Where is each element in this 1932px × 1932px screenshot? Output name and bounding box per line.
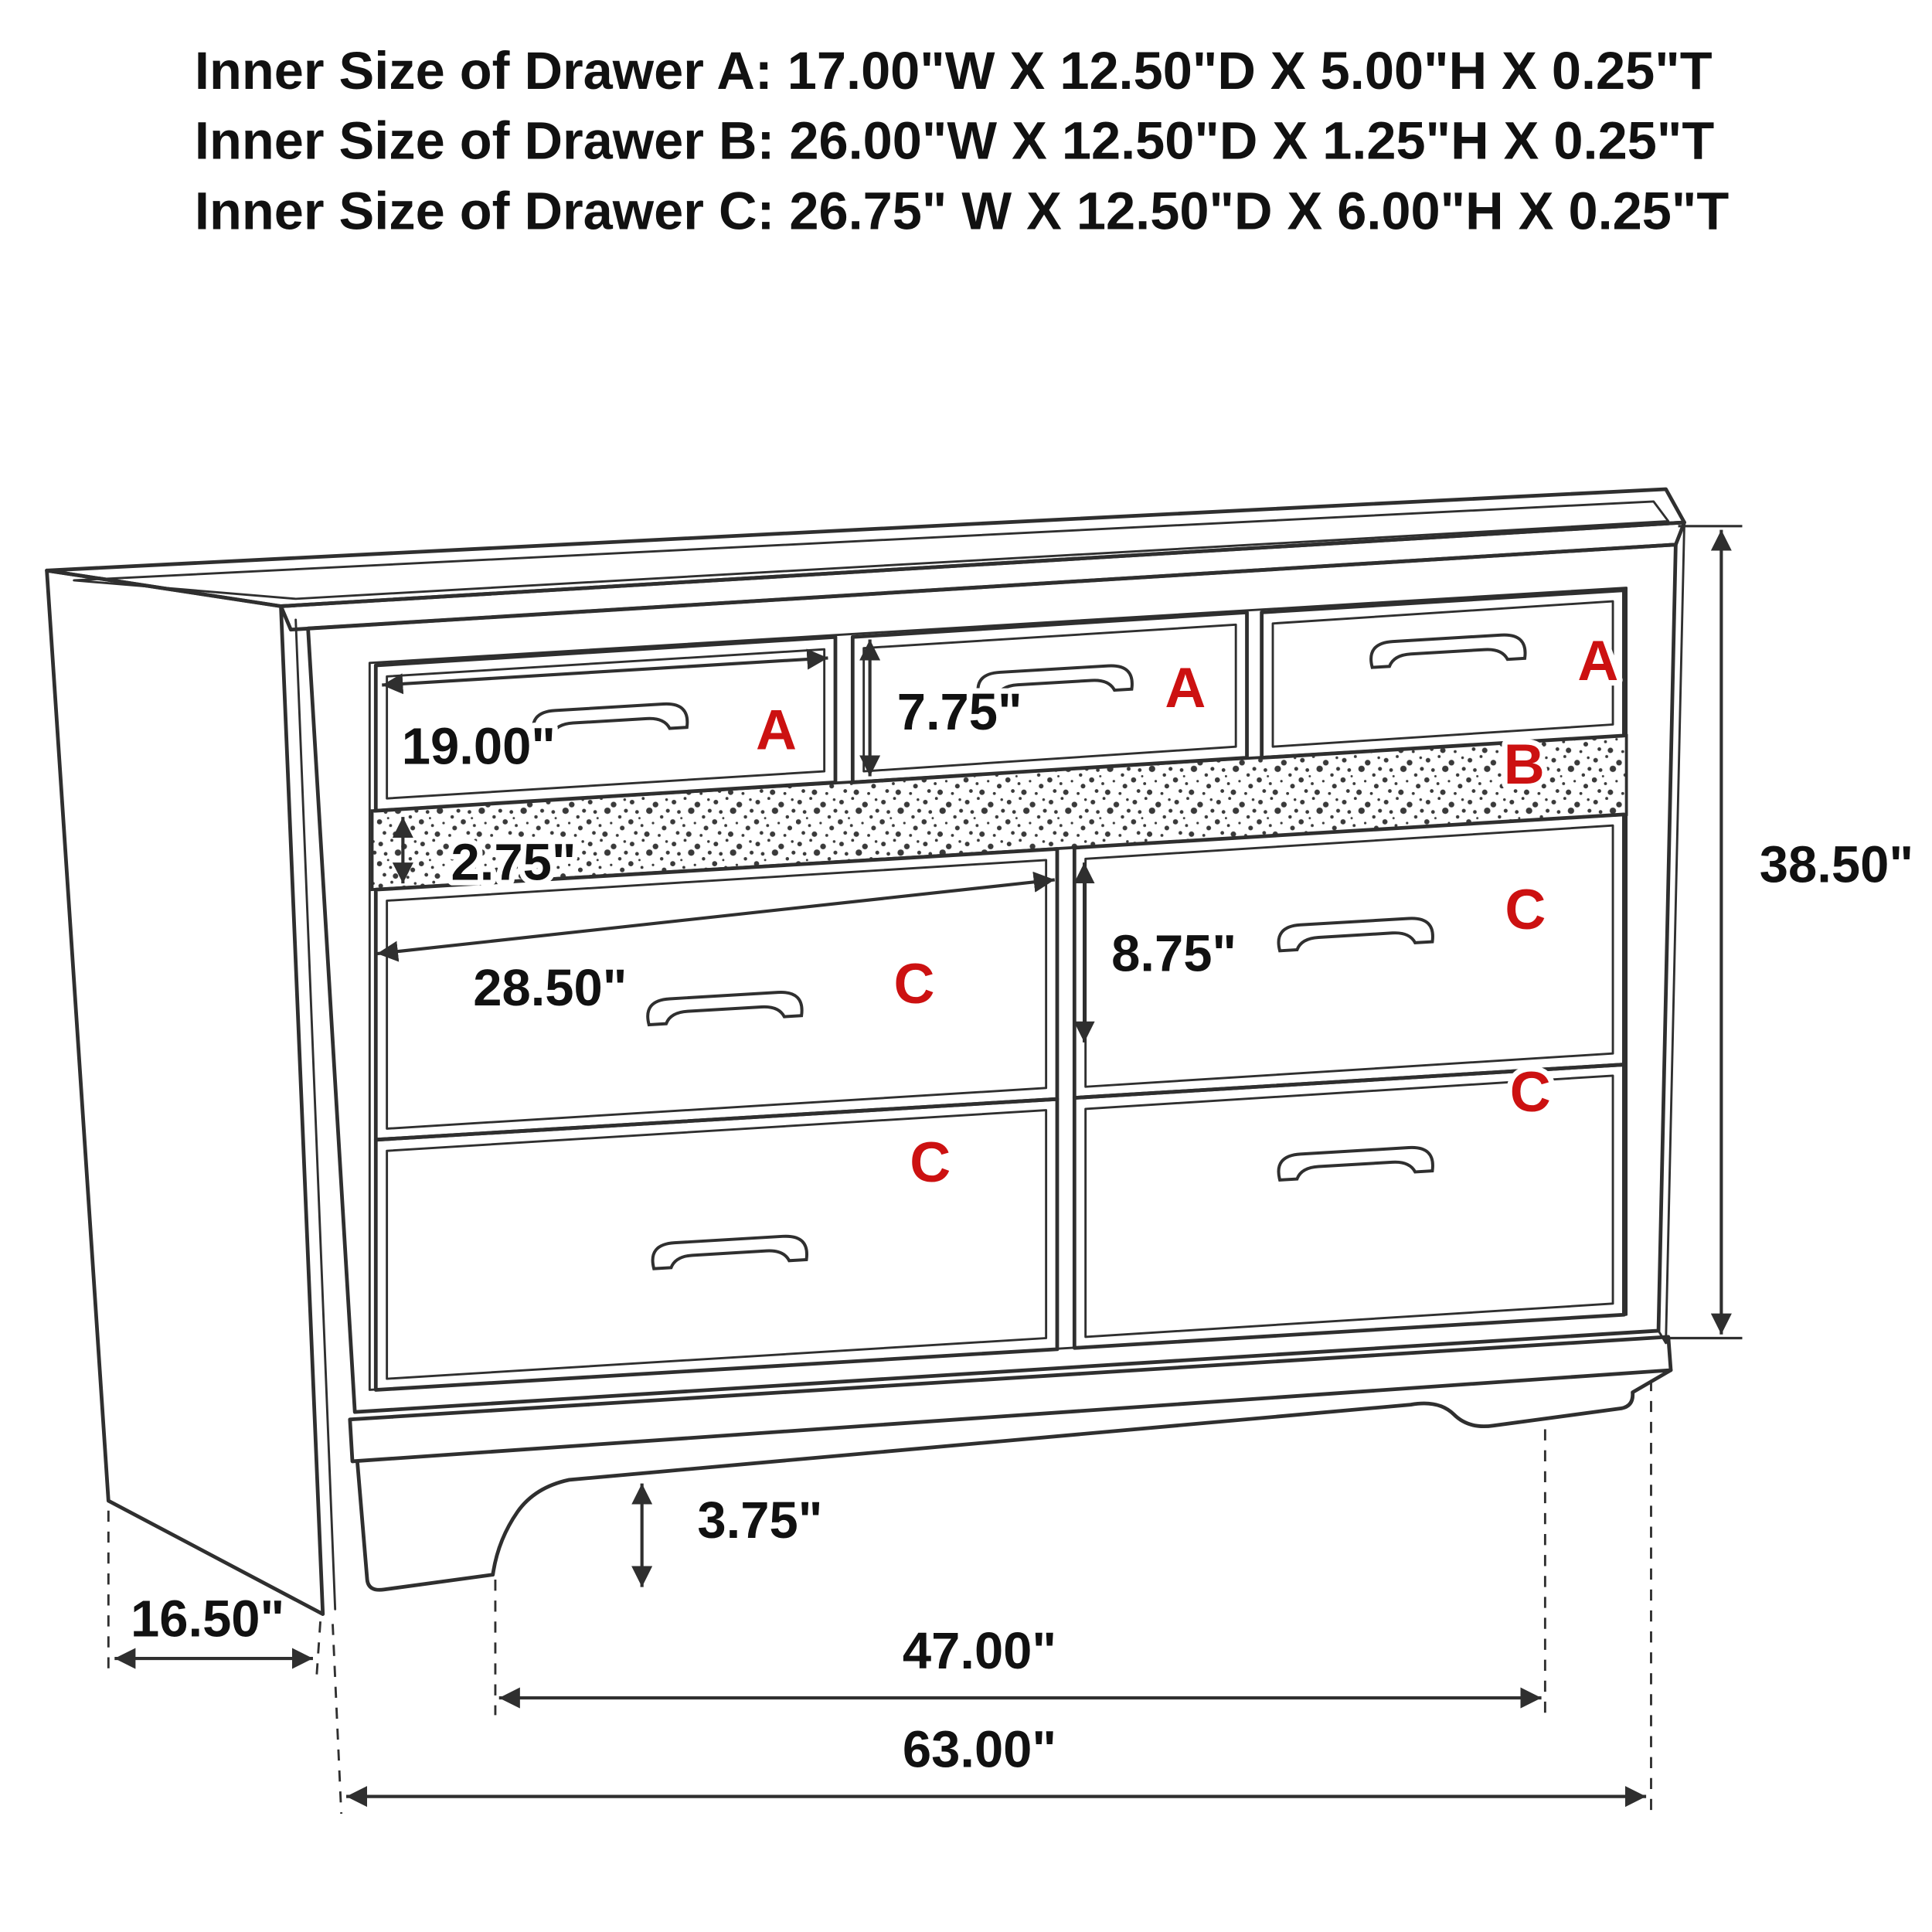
drawer-a3-inner (1271, 600, 1614, 748)
dim-drawer-a-width: 19.00" (382, 648, 828, 781)
dim-foot-span: 47.00" (494, 1429, 1546, 1716)
drawer-a3-label: A (1577, 629, 1618, 692)
dim-foot-height-label: 3.75" (697, 1492, 822, 1549)
drawer-a1-label: A (756, 698, 797, 761)
top-surface (45, 487, 1686, 608)
drawer-b-label: B (1504, 733, 1545, 796)
drawer-c2-label: C (1505, 878, 1546, 941)
case-right-edge (1657, 521, 1685, 1345)
dim-overall-height-label: 38.50" (1760, 836, 1913, 894)
drawer-a3-face (1260, 588, 1626, 760)
dim-overall-width: 63.00" (332, 1379, 1652, 1815)
dimension-annotations: 19.00" 7.75" 2.75" 28.50" 8.75" 38.50" 3… (107, 525, 1919, 1815)
dim-drawer-c-height-label: 8.75" (1111, 924, 1236, 982)
dim-overall-height: 38.50" (1665, 525, 1919, 1340)
drawer-c2-handle (1276, 915, 1435, 953)
dresser-body (45, 487, 1686, 1617)
drawer-c3-label: C (910, 1131, 951, 1194)
left-side-panel (45, 568, 325, 1617)
drawer-c4-handle (1276, 1145, 1435, 1182)
dim-drawer-a-height: 7.75" (859, 639, 1028, 777)
dim-side-depth-label: 16.50" (131, 1590, 284, 1648)
dim-foot-span-label: 47.00" (903, 1622, 1056, 1680)
drawer-c1-handle (645, 989, 804, 1027)
drawer-opening-frame (368, 587, 1628, 1391)
drawer-c4-label: C (1510, 1060, 1551, 1124)
left-side-front-line (294, 618, 337, 1611)
spec-line-drawer-c: Inner Size of Drawer C: 26.75" W X 12.50… (195, 182, 1729, 241)
dim-drawer-c-width-label: 28.50" (473, 959, 627, 1017)
dim-drawer-b-height-label: 2.75" (451, 833, 577, 891)
drawer-c4-face (1072, 1063, 1626, 1350)
drawer-a3: A (1260, 588, 1626, 760)
drawer-c3-handle (650, 1233, 809, 1270)
drawer-c3-inner (386, 1109, 1048, 1380)
drawer-c1-label: C (894, 952, 935, 1015)
dim-drawer-c-width: 28.50" (376, 871, 1056, 1022)
dim-drawer-a-height-label: 7.75" (897, 683, 1022, 741)
spec-line-drawer-b: Inner Size of Drawer B: 26.00"W X 12.50"… (195, 111, 1714, 171)
drawer-c4: C (1072, 1055, 1626, 1350)
feet-and-apron (355, 1368, 1673, 1592)
drawer-a2-label: A (1165, 656, 1206, 719)
dim-drawer-a-width-label: 19.00" (402, 718, 556, 776)
drawer-c3: C (373, 1097, 1060, 1392)
spec-line-drawer-a: Inner Size of Drawer A: 17.00"W X 12.50"… (195, 41, 1713, 100)
drawer-a3-handle (1368, 632, 1528, 669)
drawer-c3-face (373, 1097, 1060, 1392)
drawer-b-band: B (370, 727, 1628, 892)
drawer-c4-inner (1084, 1074, 1614, 1338)
top-front-edge (279, 520, 1686, 632)
spec-header: Inner Size of Drawer A: 17.00"W X 12.50"… (195, 41, 1729, 241)
dim-foot-height: 3.75" (631, 1483, 828, 1587)
drawer-b-face (370, 733, 1628, 892)
dim-side-depth: 16.50" (107, 1510, 321, 1676)
dim-overall-width-label: 63.00" (903, 1720, 1056, 1778)
dim-drawer-c-height: 8.75" (1073, 862, 1242, 1043)
top-surface-bevel (73, 500, 1670, 600)
